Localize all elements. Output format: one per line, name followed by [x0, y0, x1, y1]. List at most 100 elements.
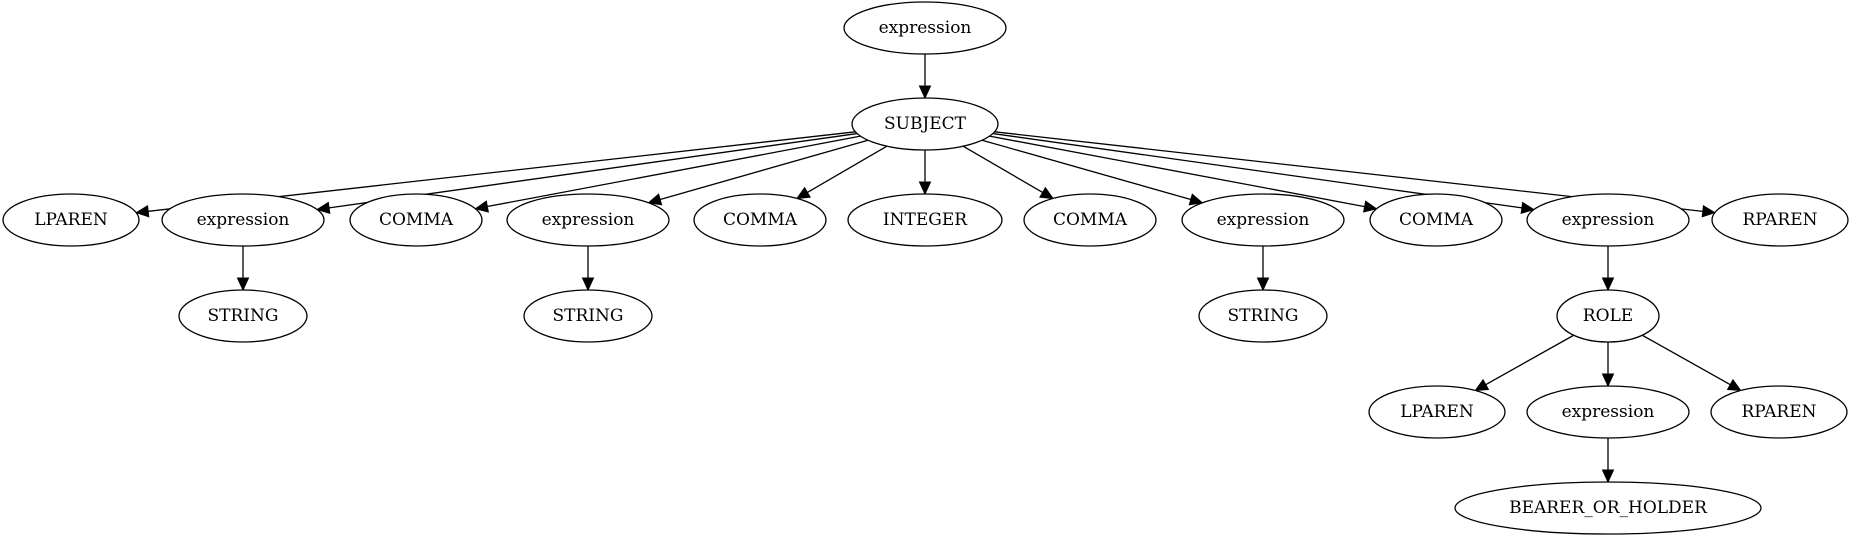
- node-rparen: RPAREN: [1711, 193, 1849, 247]
- node-ellipse: [1526, 385, 1690, 439]
- edge-n1-n6: [795, 145, 888, 200]
- arrowhead: [474, 200, 489, 213]
- node-expression: expression: [1526, 193, 1690, 247]
- node-comma: COMMA: [1023, 193, 1157, 247]
- node-expression: expression: [843, 1, 1007, 55]
- edge-n5-n14: [581, 246, 595, 292]
- arrowhead: [1520, 201, 1535, 215]
- node-label: expression: [879, 18, 972, 38]
- edge-n1-n7: [918, 150, 932, 196]
- edge-line: [807, 145, 888, 193]
- node-ellipse: [1556, 289, 1660, 343]
- node-ellipse: [1454, 481, 1762, 535]
- node-integer: INTEGER: [847, 193, 1003, 247]
- node-label: expression: [197, 210, 290, 230]
- edge-line: [962, 145, 1043, 193]
- node-string: STRING: [178, 289, 308, 343]
- arrowhead: [1256, 277, 1270, 292]
- arrowhead: [1474, 378, 1490, 392]
- node-comma: COMMA: [349, 193, 483, 247]
- node-ellipse: [1711, 193, 1849, 247]
- node-label: STRING: [208, 306, 279, 326]
- edge-n18-n20: [1601, 438, 1615, 484]
- edge-n0-n1: [918, 54, 932, 100]
- node-ellipse: [2, 193, 140, 247]
- node-expression: expression: [506, 193, 670, 247]
- node-label: LPAREN: [34, 210, 108, 230]
- node-ellipse: [1369, 193, 1503, 247]
- edge-n1-n9: [981, 139, 1204, 206]
- node-comma: COMMA: [693, 193, 827, 247]
- arrowhead: [1601, 277, 1615, 292]
- node-lparen: LPAREN: [2, 193, 140, 247]
- node-lparen: LPAREN: [1368, 385, 1506, 439]
- node-label: COMMA: [1399, 210, 1474, 230]
- node-label: COMMA: [723, 210, 798, 230]
- arrowhead: [1726, 378, 1742, 392]
- node-label: STRING: [1228, 306, 1299, 326]
- arrowhead: [918, 181, 932, 196]
- edge-n1-n5: [647, 139, 869, 206]
- node-ellipse: [1023, 193, 1157, 247]
- node-label: expression: [542, 210, 635, 230]
- edge-line: [659, 139, 869, 201]
- edge-line: [1641, 334, 1731, 386]
- edge-line: [981, 139, 1191, 201]
- edge-line: [487, 135, 861, 208]
- arrowhead: [1701, 205, 1716, 218]
- edges-layer: [135, 54, 1742, 484]
- edge-line: [989, 135, 1365, 208]
- edge-n3-n13: [236, 246, 250, 292]
- node-string: STRING: [523, 289, 653, 343]
- node-ellipse: [847, 193, 1003, 247]
- node-label: BEARER_OR_HOLDER: [1509, 498, 1708, 518]
- node-ellipse: [1526, 193, 1690, 247]
- node-label: ROLE: [1583, 306, 1633, 326]
- arrowhead: [135, 205, 150, 218]
- arrowhead: [795, 186, 811, 200]
- node-subject: SUBJECT: [851, 97, 999, 151]
- node-ellipse: [506, 193, 670, 247]
- node-string: STRING: [1198, 289, 1328, 343]
- node-label: expression: [1562, 402, 1655, 422]
- node-label: RPAREN: [1742, 210, 1817, 230]
- node-ellipse: [843, 1, 1007, 55]
- edge-n9-n15: [1256, 246, 1270, 292]
- node-label: INTEGER: [883, 210, 968, 230]
- node-label: expression: [1217, 210, 1310, 230]
- node-expression: expression: [1181, 193, 1345, 247]
- edge-n16-n17: [1474, 334, 1575, 392]
- edge-n11-n16: [1601, 246, 1615, 292]
- edge-line: [1485, 334, 1575, 386]
- node-ellipse: [1710, 385, 1848, 439]
- arrowhead: [236, 277, 250, 292]
- arrowhead: [1039, 186, 1055, 200]
- node-label: SUBJECT: [884, 114, 967, 134]
- arrowhead: [1188, 193, 1204, 206]
- node-label: COMMA: [1053, 210, 1128, 230]
- edge-n1-n4: [474, 135, 861, 213]
- node-ellipse: [178, 289, 308, 343]
- node-label: STRING: [553, 306, 624, 326]
- edge-n1-n10: [989, 135, 1378, 213]
- node-rparen: RPAREN: [1710, 385, 1848, 439]
- arrowhead: [315, 201, 331, 215]
- node-ellipse: [1181, 193, 1345, 247]
- node-role: ROLE: [1556, 289, 1660, 343]
- edge-n1-n8: [962, 145, 1055, 200]
- node-ellipse: [161, 193, 325, 247]
- arrowhead: [1362, 200, 1378, 213]
- arrowhead: [1601, 373, 1615, 388]
- node-ellipse: [523, 289, 653, 343]
- node-expression: expression: [1526, 385, 1690, 439]
- node-ellipse: [851, 97, 999, 151]
- edge-n16-n19: [1641, 334, 1742, 392]
- node-label: COMMA: [379, 210, 454, 230]
- node-ellipse: [693, 193, 827, 247]
- arrowhead: [647, 193, 663, 206]
- node-label: LPAREN: [1400, 402, 1474, 422]
- arrowhead: [581, 277, 595, 292]
- node-label: RPAREN: [1741, 402, 1816, 422]
- node-bearer-or-holder: BEARER_OR_HOLDER: [1454, 481, 1762, 535]
